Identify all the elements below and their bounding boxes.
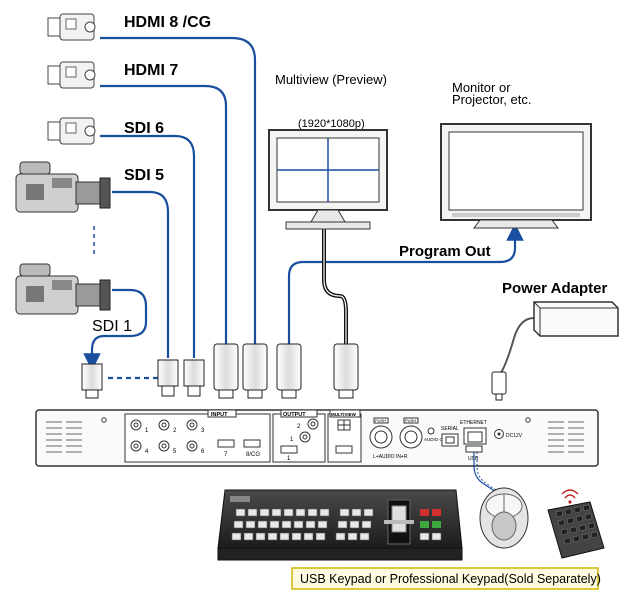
push-label-1: PUSH xyxy=(375,418,386,423)
hdmi-port-7 xyxy=(217,439,235,448)
hdmi-connector-7-icon xyxy=(213,343,239,399)
out-number-1: 1 xyxy=(290,437,294,443)
monitor-title-line1: Monitor or xyxy=(452,80,511,95)
xlr-ports xyxy=(369,417,423,449)
bnc-connector-sdi1-icon xyxy=(81,363,103,399)
camera-hdmi7-icon xyxy=(47,61,96,89)
dc-label: DC12V xyxy=(506,433,523,439)
input-block xyxy=(124,413,271,463)
bnc-ports xyxy=(130,419,198,452)
port-8cg-label: 8/CG xyxy=(246,452,260,458)
cable-usb xyxy=(473,452,497,493)
vent-left xyxy=(46,421,82,453)
bnc-number-4: 4 xyxy=(145,449,149,455)
bnc-number-2: 2 xyxy=(173,428,177,434)
hdmi-port-out-1 xyxy=(280,445,298,454)
input-label: INPUT xyxy=(211,412,228,418)
hdmi-port-8cg xyxy=(243,439,261,448)
keypad-note: USB Keypad or Professional Keypad(Sold S… xyxy=(300,572,601,586)
bnc-number-3: 3 xyxy=(201,428,205,434)
keypad-note-box xyxy=(291,567,599,590)
hdmi-connector-multiview-icon xyxy=(333,343,359,399)
cable-sdi6 xyxy=(100,134,196,358)
camcorder-sdi1-icon xyxy=(15,263,111,315)
cable-hdmi8 xyxy=(100,36,257,345)
port-1-label: 1 xyxy=(287,456,291,462)
rear-panel: INPUT 1 2 3 4 5 6 7 8/CG OUTPUT 2 1 1 xyxy=(35,409,599,467)
sdi1-label: SDI 1 xyxy=(92,318,132,335)
cable-program-out xyxy=(287,223,524,345)
vent-right xyxy=(548,421,584,453)
professional-keypad-icon xyxy=(217,489,463,561)
output-label: OUTPUT xyxy=(283,412,306,418)
program-out-label: Program Out xyxy=(399,243,491,260)
serial-label: SERIAL xyxy=(441,426,459,432)
camcorder-sdi5-icon xyxy=(15,161,111,213)
multiview-monitor-icon xyxy=(268,129,388,230)
t-bar-handle-icon xyxy=(391,505,407,533)
audio-out-label: AUDIO OUT xyxy=(424,437,449,442)
monitor-title-line2: Projector, etc. xyxy=(452,92,531,107)
power-adapter-icon xyxy=(533,301,619,337)
power-adapter-label: Power Adapter xyxy=(502,280,607,297)
hdmi7-label: HDMI 7 xyxy=(124,62,178,79)
cable-power xyxy=(499,317,535,375)
wireless-icon xyxy=(561,489,579,504)
sdi6-label: SDI 6 xyxy=(124,120,164,137)
mouse-icon xyxy=(479,487,529,549)
program-monitor-icon xyxy=(440,123,592,229)
sdi5-label: SDI 5 xyxy=(124,167,164,184)
cables xyxy=(83,36,524,380)
bnc-number-6: 6 xyxy=(201,449,205,455)
multiview-port-label: MULTIVIEW xyxy=(331,412,357,417)
bnc-connector-sdi5-icon xyxy=(157,359,179,397)
cable-hdmi7 xyxy=(100,84,228,345)
cable-multiview xyxy=(322,210,348,345)
usb-port xyxy=(465,445,483,453)
bnc-number-5: 5 xyxy=(173,449,177,455)
hdmi-connector-8cg-icon xyxy=(242,343,268,399)
audio-in-label: L+AUDIO IN+R xyxy=(373,454,408,460)
camera-hdmi8-icon xyxy=(47,13,96,41)
ethernet-label: ETHERNET xyxy=(460,420,487,426)
cable-sdi1 xyxy=(83,288,148,371)
power-plug-icon xyxy=(491,371,507,401)
numeric-keypad-icon xyxy=(547,501,605,559)
cable-sdi5 xyxy=(112,190,170,358)
push-label-2: PUSH xyxy=(405,418,416,423)
port-7-label: 7 xyxy=(224,452,228,458)
multiview-resolution: (1920*1080p) xyxy=(298,118,365,130)
hdmi-port-multiview xyxy=(335,445,353,454)
hdmi-connector-program-icon xyxy=(276,343,302,399)
camera-sdi6-icon xyxy=(47,117,96,145)
bnc-number-1: 1 xyxy=(145,428,149,434)
bnc-connector-sdi6-icon xyxy=(183,359,205,397)
hdmi8-label: HDMI 8 /CG xyxy=(124,14,211,31)
out-number-2: 2 xyxy=(297,424,301,430)
multiview-title: Multiview (Preview) xyxy=(275,72,387,87)
